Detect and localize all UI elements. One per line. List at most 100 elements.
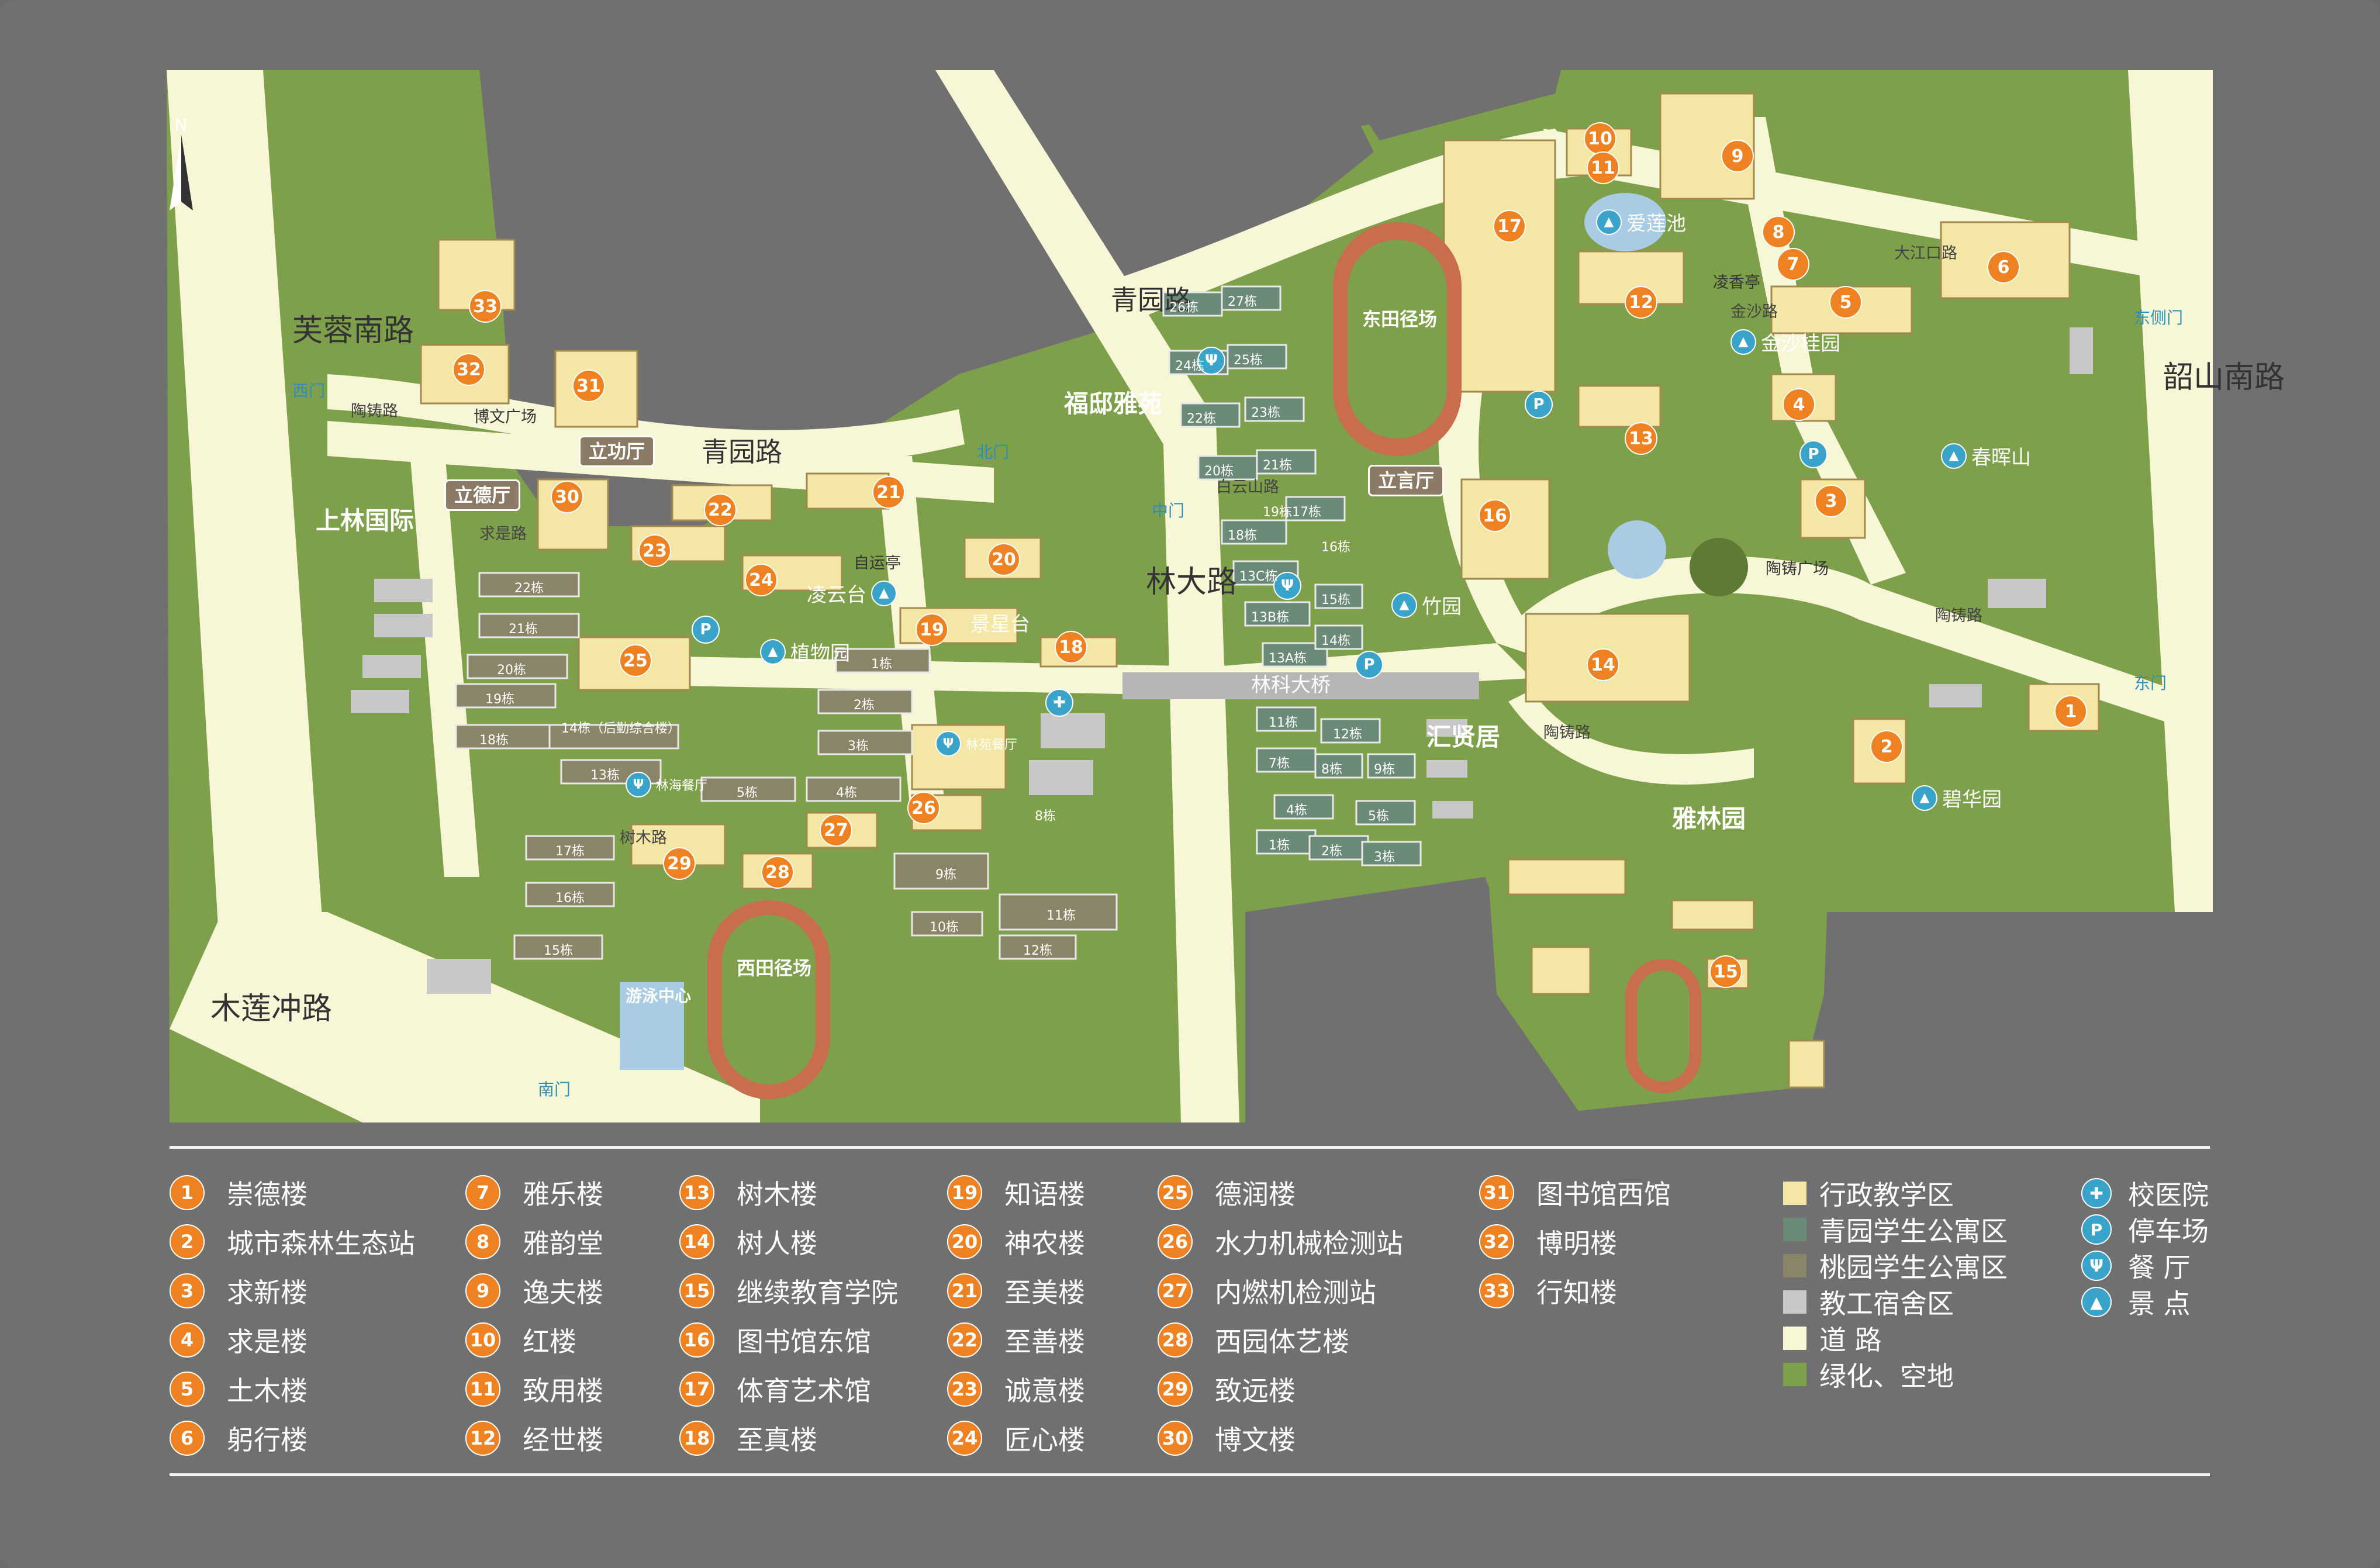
spot-jinsha[interactable]: ▲金沙桂园 (1730, 327, 1840, 356)
building-marker-10[interactable]: 10 (1584, 122, 1616, 155)
gate-east[interactable]: 东门 (2134, 674, 2167, 693)
parking-icon[interactable]: P (1799, 440, 1828, 468)
spot-jingxingtai[interactable]: 景星台 (970, 613, 1030, 636)
dorm-label: 11栋 (1046, 909, 1076, 923)
road-mulian: 木莲冲路 (210, 992, 333, 1027)
building-marker-3[interactable]: 3 (1815, 485, 1847, 517)
place-huixian: 汇贤居 (1426, 723, 1501, 751)
building-marker-17[interactable]: 17 (1493, 210, 1526, 243)
building-marker-7[interactable]: 7 (1777, 248, 1809, 281)
category-swatch (1783, 1254, 1806, 1277)
canteen-qingyuan2-icon[interactable]: Ψ (1273, 572, 1301, 600)
building-marker-27[interactable]: 27 (820, 814, 852, 847)
spot-lingyuntai[interactable]: 凌云台▲ (807, 579, 897, 607)
parking-icon[interactable]: P (692, 616, 720, 644)
tag-lide[interactable]: 立德厅 (444, 479, 521, 511)
spot-zhiwuyuan[interactable]: ▲植物园 (760, 637, 850, 666)
compass-arrow (170, 134, 181, 210)
tag-liyan[interactable]: 立言厅 (1368, 465, 1445, 496)
gate-middle[interactable]: 中门 (1152, 501, 1185, 520)
building-marker-21[interactable]: 21 (872, 476, 905, 509)
spot-chunhuishan[interactable]: ▲春晖山 (1941, 441, 2031, 470)
canteen-qingyuan-icon[interactable]: Ψ (1197, 347, 1225, 375)
building-marker-5[interactable]: 5 (1829, 286, 1862, 319)
building-marker-18[interactable]: 18 (1055, 631, 1087, 664)
building-marker-15[interactable]: 15 (1709, 955, 1742, 988)
gate-west[interactable]: 西门 (292, 381, 326, 400)
building-marker-6[interactable]: 6 (1987, 251, 2020, 284)
building-marker-20[interactable]: 20 (987, 543, 1020, 576)
building-marker-32[interactable]: 32 (452, 353, 485, 386)
building-marker-4[interactable]: 4 (1783, 388, 1815, 421)
building-marker-25[interactable]: 25 (619, 644, 652, 677)
category-swatch (1783, 1327, 1806, 1350)
building-marker-33[interactable]: 33 (469, 290, 502, 323)
spot-aileanchi[interactable]: ▲爱莲池 (1596, 208, 1686, 236)
hospital-icon[interactable]: ✚ (1045, 689, 1073, 717)
building-marker-24[interactable]: 24 (745, 564, 778, 596)
building-marker-28[interactable]: 28 (761, 856, 794, 889)
building-marker-2[interactable]: 2 (1870, 730, 1903, 763)
building-marker-9[interactable]: 9 (1721, 140, 1754, 172)
building-marker-11[interactable]: 11 (1587, 151, 1619, 184)
spot-zhuyuan[interactable]: ▲竹园 (1391, 590, 1462, 619)
building-marker-31[interactable]: 31 (572, 369, 605, 402)
building-marker-23[interactable]: 23 (638, 534, 671, 567)
parking-icon[interactable]: P (1525, 391, 1553, 419)
building-marker-29[interactable]: 29 (663, 847, 696, 880)
building-marker-22[interactable]: 22 (704, 493, 737, 526)
gate-north[interactable]: 北门 (976, 443, 1010, 462)
building-marker-1[interactable]: 1 (2054, 695, 2087, 728)
building-marker-16[interactable]: 16 (1479, 499, 1511, 532)
building-marker-13[interactable]: 13 (1625, 422, 1657, 455)
dorm-label: 13B栋 (1251, 610, 1290, 625)
building-marker-8[interactable]: 8 (1762, 216, 1795, 248)
building-marker-26[interactable]: 26 (907, 792, 940, 824)
gate-east-side[interactable]: 东侧门 (2134, 308, 2184, 327)
building-marker-30[interactable]: 30 (551, 481, 583, 513)
gate-south[interactable]: 南门 (538, 1080, 571, 1099)
building-marker-12[interactable]: 12 (1625, 286, 1657, 319)
parking-icon[interactable]: P (1355, 651, 1383, 679)
building-marker-14[interactable]: 14 (1587, 648, 1619, 681)
tag-ligong[interactable]: 立功厅 (579, 436, 655, 467)
spot-bihuayuan[interactable]: ▲碧华园 (1912, 783, 2002, 812)
building-marker-19[interactable]: 19 (916, 613, 948, 646)
dorm-label: 13栋 (590, 768, 620, 783)
